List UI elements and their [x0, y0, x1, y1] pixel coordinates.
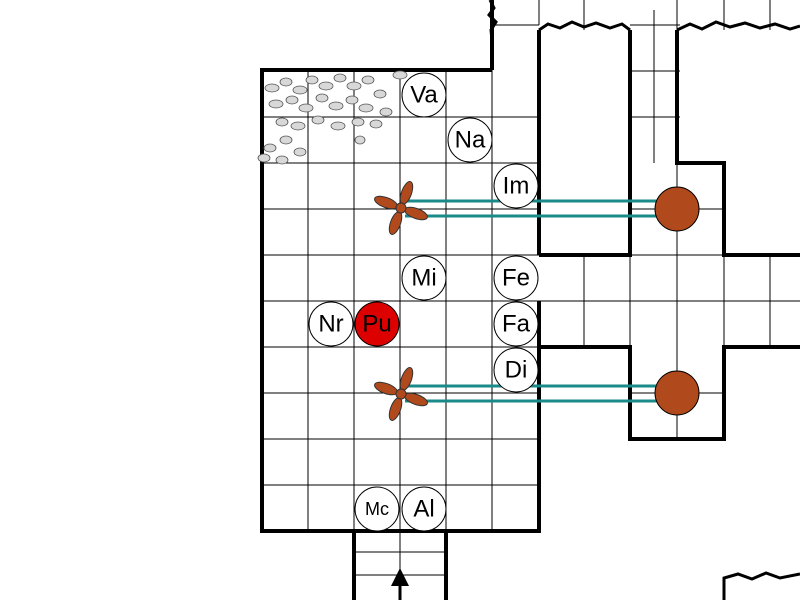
valve-icon[interactable]	[654, 186, 700, 232]
svg-text:Mi: Mi	[411, 265, 436, 292]
valve-icon[interactable]	[654, 370, 700, 416]
svg-text:Na: Na	[455, 127, 486, 154]
token-pu[interactable]: Pu	[354, 301, 400, 347]
svg-text:Fe: Fe	[502, 265, 530, 292]
token-im[interactable]: Im	[493, 163, 539, 209]
svg-text:Nr: Nr	[318, 311, 343, 338]
token-al[interactable]: Al	[401, 486, 447, 532]
svg-text:Mc: Mc	[365, 499, 389, 519]
token-di[interactable]: Di	[493, 347, 539, 393]
token-na[interactable]: Na	[447, 117, 493, 163]
walls	[260, 0, 800, 600]
svg-text:Al: Al	[413, 496, 434, 523]
svg-text:Va: Va	[410, 82, 438, 109]
svg-text:Fa: Fa	[502, 311, 531, 338]
token-nr[interactable]: Nr	[308, 301, 354, 347]
token-mc[interactable]: Mc	[354, 486, 400, 532]
token-va[interactable]: Va	[401, 72, 447, 118]
svg-text:Di: Di	[505, 357, 528, 384]
token-mi[interactable]: Mi	[401, 255, 447, 301]
rubble-icon	[257, 70, 408, 165]
fan-icon[interactable]	[373, 180, 429, 236]
fan-icon[interactable]	[373, 366, 429, 422]
token-fa[interactable]: Fa	[493, 301, 539, 347]
token-fe[interactable]: Fe	[493, 255, 539, 301]
svg-text:Pu: Pu	[362, 311, 391, 338]
stairs-up-arrow-icon	[391, 568, 409, 600]
svg-text:Im: Im	[503, 173, 530, 200]
jagged-edges	[487, 0, 800, 600]
